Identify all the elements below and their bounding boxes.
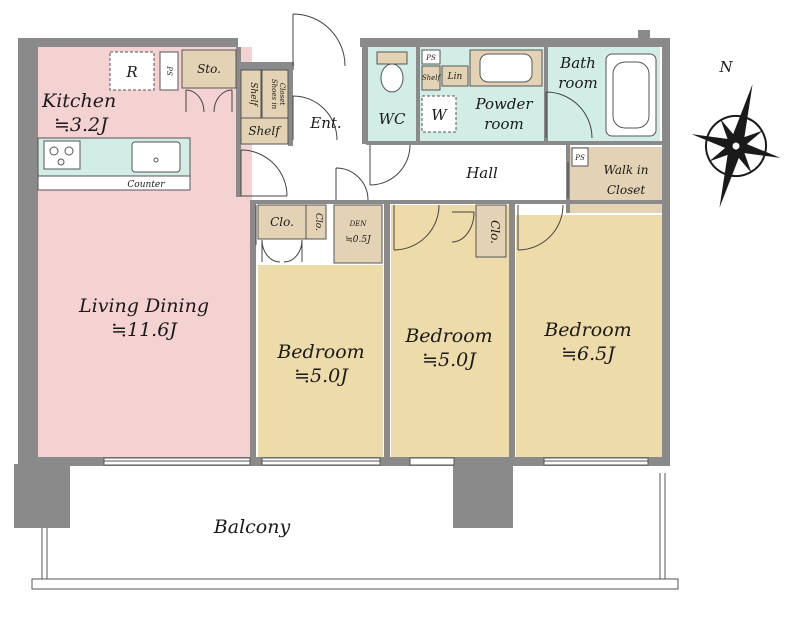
bathtub	[605, 53, 657, 137]
bedroom-1-closet-2	[305, 204, 327, 240]
bedroom-1-closet-2-label: Clo.	[313, 213, 323, 231]
linen-label: Lin	[447, 72, 463, 82]
kitchen-pipe-space	[159, 51, 179, 91]
kitchen-size: ≒3.2J	[54, 114, 109, 136]
powder-room-label-1: Powder	[474, 95, 533, 113]
storage-doors	[185, 89, 233, 113]
shelf-upper-label: Shelf	[248, 82, 258, 107]
bathroom-door	[545, 91, 593, 139]
entrance-inner-door	[292, 95, 338, 141]
shelf-lower-label: Shelf	[248, 124, 282, 138]
shoes-in-closet-label-2: Closet	[278, 83, 286, 106]
window-strip	[103, 457, 649, 466]
bedroom-3-floor	[516, 215, 662, 457]
hall-door-den	[335, 167, 369, 201]
powder-pipe-space-label: PS	[425, 54, 436, 62]
balcony-pillar-center	[453, 464, 513, 528]
bedroom-2-closet	[475, 204, 507, 258]
balcony-label: Balcony	[213, 516, 291, 538]
shelf-lower	[240, 117, 289, 145]
wc-door	[369, 144, 411, 186]
wc-tank	[376, 51, 408, 65]
living-dining-floor	[38, 47, 252, 457]
toilet-icon	[380, 63, 404, 93]
bedroom-1-floor	[258, 265, 383, 457]
walk-in-closet-label-1: Walk in	[604, 163, 649, 177]
refrigerator-space	[109, 51, 155, 91]
kitchen-pipe-space-label: PS	[165, 65, 173, 76]
bedroom-1-size: ≒5.0J	[294, 365, 349, 387]
living-door	[240, 149, 288, 197]
bedroom-2-door	[393, 204, 440, 251]
powder-shelf-label: Shelf	[422, 74, 442, 82]
kitchen-name: Kitchen	[41, 90, 116, 112]
bedroom-3-name: Bedroom	[543, 319, 631, 341]
wc-label: WC	[379, 110, 406, 128]
walk-in-pipe-space-label: PS	[574, 154, 585, 162]
bedroom-2-size: ≒5.0J	[422, 349, 477, 371]
storage-closet	[181, 49, 237, 89]
washer-label: W	[431, 106, 448, 124]
walk-in-closet-label-2: Closet	[607, 183, 646, 197]
den-size: ≒0.5J	[345, 235, 372, 245]
shoes-in-closet-label-1: Shoes in	[270, 79, 278, 110]
north-arrow-icon	[691, 84, 781, 208]
walk-in-pipe-space	[571, 147, 589, 167]
bathroom-label-1: Bath	[559, 54, 596, 72]
shoes-in-closet	[261, 69, 289, 119]
den-name: DEN	[349, 220, 368, 228]
powder-pipe-space	[421, 49, 441, 65]
storage-label: Sto.	[197, 62, 221, 76]
stove-icon	[43, 140, 81, 170]
refrigerator-label: R	[125, 63, 137, 81]
bedroom-1-closet-label: Clo.	[270, 215, 294, 229]
balcony-pillar-left	[14, 464, 70, 528]
den	[333, 204, 383, 264]
powder-shelf	[421, 65, 441, 91]
bathroom-label-2: room	[558, 74, 597, 92]
sink-icon	[131, 141, 181, 173]
entrance-label: Ent.	[309, 114, 341, 132]
entrance-door	[292, 13, 346, 67]
bedroom-2-name: Bedroom	[404, 325, 492, 347]
compass-north-label: N	[718, 58, 733, 76]
wash-basin-icon	[479, 53, 533, 83]
balcony-floor	[40, 473, 666, 581]
washer-space	[421, 95, 457, 133]
bedroom-2-closet-label: Clo.	[488, 220, 502, 244]
powder-room-label-2: room	[484, 115, 523, 133]
hall-label: Hall	[465, 164, 498, 182]
living-dining-name: Living Dining	[78, 295, 209, 317]
living-dining-size: ≒11.6J	[111, 319, 178, 341]
bedroom-1-closet	[257, 204, 307, 240]
balcony-rail	[31, 578, 679, 590]
counter-label: Counter	[127, 180, 165, 190]
bedroom-3-door	[517, 204, 564, 251]
bedroom-3-size: ≒6.5J	[561, 343, 616, 365]
linen-cabinet	[441, 65, 469, 87]
bedroom-1-name: Bedroom	[276, 341, 364, 363]
